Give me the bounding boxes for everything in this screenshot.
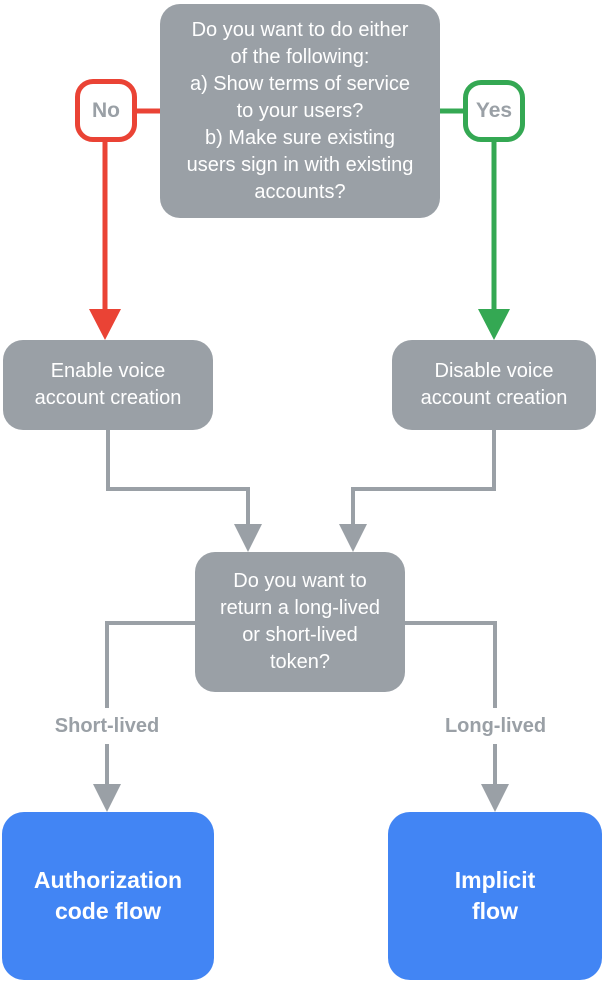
- long-lived-label: Long-lived: [411, 708, 580, 744]
- yes-badge: Yes: [463, 80, 525, 142]
- enable-to-token-arrowhead: [234, 524, 262, 552]
- yes-branch-arrowhead: [478, 309, 510, 340]
- no-branch-arrowhead: [89, 309, 121, 340]
- authorization-code-flow-node: Authorization code flow: [2, 812, 214, 980]
- token-question-node: Do you want to return a long-lived or sh…: [195, 552, 405, 692]
- short-lived-arrowhead: [93, 784, 121, 812]
- no-badge: No: [75, 79, 137, 142]
- enable-voice-account-creation-node: Enable voice account creation: [3, 340, 213, 430]
- short-lived-label: Short-lived: [22, 708, 192, 744]
- disable-to-token-arrowhead: [339, 524, 367, 552]
- disable-voice-account-creation-node: Disable voice account creation: [392, 340, 596, 430]
- long-lived-arrowhead: [481, 784, 509, 812]
- top-question-node: Do you want to do either of the followin…: [160, 4, 440, 218]
- enable-to-token-line: [106, 430, 250, 526]
- short-lived-line: [105, 621, 196, 786]
- implicit-flow-node: Implicit flow: [388, 812, 602, 980]
- disable-to-token-line: [351, 430, 496, 526]
- long-lived-line: [404, 621, 497, 786]
